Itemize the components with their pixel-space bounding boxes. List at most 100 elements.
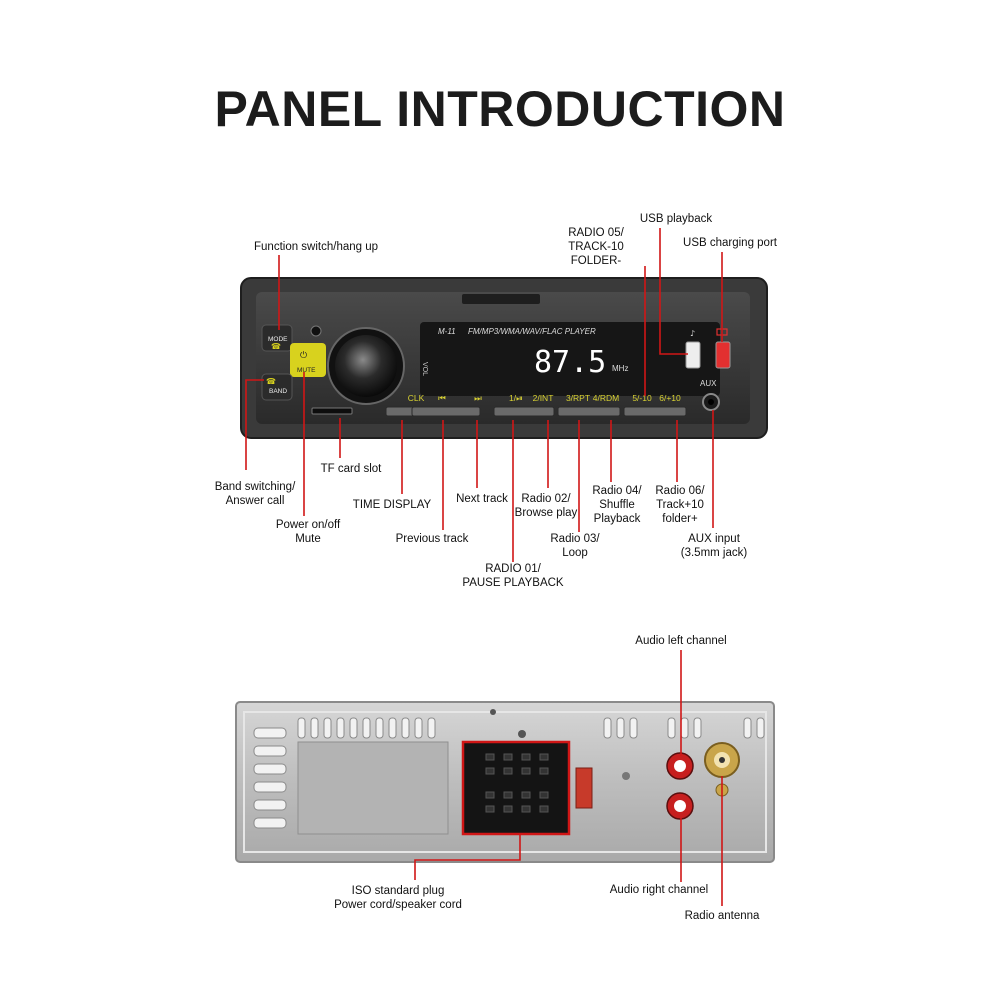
preset-button[interactable]	[411, 406, 481, 417]
vent-slot	[310, 717, 319, 739]
music-note-icon: ♪	[690, 329, 695, 338]
formats-label: FM/MP3/WMA/WAV/FLAC PLAYER	[468, 327, 596, 336]
iso-pin	[485, 753, 495, 761]
iso-pin	[539, 805, 549, 813]
button-label-8: 6/+10	[659, 393, 681, 403]
iso-pin	[503, 805, 513, 813]
front-leader-lines	[245, 228, 723, 562]
band-label: BAND	[269, 388, 287, 395]
callout-tf-card: TF card slot	[321, 463, 383, 475]
microphone-icon	[310, 325, 322, 337]
page-title: PANEL INTRODUCTION	[214, 81, 786, 137]
iso-pin	[539, 753, 549, 761]
usb-charging-port[interactable]	[715, 341, 731, 369]
vent-slot	[388, 717, 397, 739]
mode-label: MODE	[268, 336, 288, 343]
callout-labels: Function switch/hang up RADIO 05/TRACK-1…	[215, 213, 778, 922]
iso-pin	[521, 791, 531, 799]
callout-radio-antenna: Radio antenna	[685, 910, 760, 922]
front-panel: M-11 FM/MP3/WMA/WAV/FLAC PLAYER 87.5 MHz…	[240, 277, 768, 439]
iso-pin	[521, 767, 531, 775]
vent-slot	[629, 717, 638, 739]
iso-pin	[521, 753, 531, 761]
preset-button[interactable]	[623, 406, 687, 417]
callout-next-track: Next track	[456, 493, 508, 505]
iso-plug[interactable]	[461, 740, 571, 836]
callout-radio-01: RADIO 01/PAUSE PLAYBACK	[462, 563, 564, 589]
tf-card-slot[interactable]	[311, 407, 353, 415]
vent-slot	[401, 717, 410, 739]
band-button[interactable]	[261, 373, 293, 401]
mute-label: MUTE	[297, 367, 316, 374]
button-label-2: ⏭	[474, 393, 482, 403]
vent-slot	[323, 717, 332, 739]
button-label-5: 3/RPT	[566, 393, 590, 403]
frequency-display: 87.5	[534, 345, 606, 380]
phone-hangup-icon: ☎	[271, 342, 281, 351]
fuse	[575, 767, 593, 809]
rear-panel	[235, 701, 775, 863]
button-label-0: CLK	[408, 393, 425, 403]
vent-slot	[253, 745, 287, 757]
left-vent-slots	[253, 727, 287, 829]
callout-usb-charging: USB charging port	[683, 237, 778, 249]
vent-slot	[375, 717, 384, 739]
callout-radio-03: Radio 03/Loop	[550, 533, 600, 559]
vent-slot	[693, 717, 702, 739]
button-label-3: 1/⏯	[509, 393, 523, 403]
iso-pin	[539, 767, 549, 775]
button-label-7: 5/-10	[632, 393, 652, 403]
iso-pin	[503, 791, 513, 799]
rear-leader-lines	[414, 650, 723, 906]
vent-slot	[253, 763, 287, 775]
vent-slot	[680, 717, 689, 739]
callout-radio-02: Radio 02/Browse play	[515, 493, 578, 519]
vent-slot	[743, 717, 752, 739]
callout-audio-right: Audio right channel	[610, 884, 708, 896]
vent-slot	[667, 717, 676, 739]
vent-slot	[362, 717, 371, 739]
usb-playback-port[interactable]	[685, 341, 701, 369]
iso-pin	[485, 767, 495, 775]
iso-pin	[539, 791, 549, 799]
callout-usb-playback: USB playback	[640, 213, 712, 225]
callout-band-switching: Band switching/Answer call	[215, 481, 296, 507]
callout-previous-track: Previous track	[396, 533, 469, 545]
iso-pin	[521, 805, 531, 813]
top-vent-slots	[297, 717, 765, 739]
vent-slot	[253, 781, 287, 793]
mute-button[interactable]	[290, 343, 326, 377]
vol-label: VOL	[421, 362, 428, 376]
vent-slot	[297, 717, 306, 739]
callout-audio-left: Audio left channel	[635, 635, 726, 647]
phone-answer-icon: ☎	[266, 377, 276, 386]
vent-slot	[253, 799, 287, 811]
aux-label: AUX	[700, 379, 717, 388]
vent-slot	[756, 717, 765, 739]
vent-slot	[616, 717, 625, 739]
vent-slot	[414, 717, 423, 739]
power-icon: ⏻	[300, 350, 307, 361]
model-label: M-11	[438, 327, 456, 336]
mode-button[interactable]	[261, 324, 293, 352]
iso-pin	[485, 805, 495, 813]
iso-pin	[503, 767, 513, 775]
preset-button[interactable]	[557, 406, 621, 417]
iso-pin	[485, 791, 495, 799]
vent-slot	[253, 727, 287, 739]
button-label-4: 2/INT	[533, 393, 554, 403]
vent-slot	[253, 817, 287, 829]
button-label-1: ⏮	[438, 393, 446, 403]
iso-pins	[485, 753, 549, 813]
callout-aux-input: AUX input(3.5mm jack)	[681, 533, 748, 559]
button-label-6: 4/RDM	[593, 393, 619, 403]
vent-slot	[603, 717, 612, 739]
preset-button[interactable]	[493, 406, 555, 417]
iso-pin	[503, 753, 513, 761]
vent-slot	[336, 717, 345, 739]
